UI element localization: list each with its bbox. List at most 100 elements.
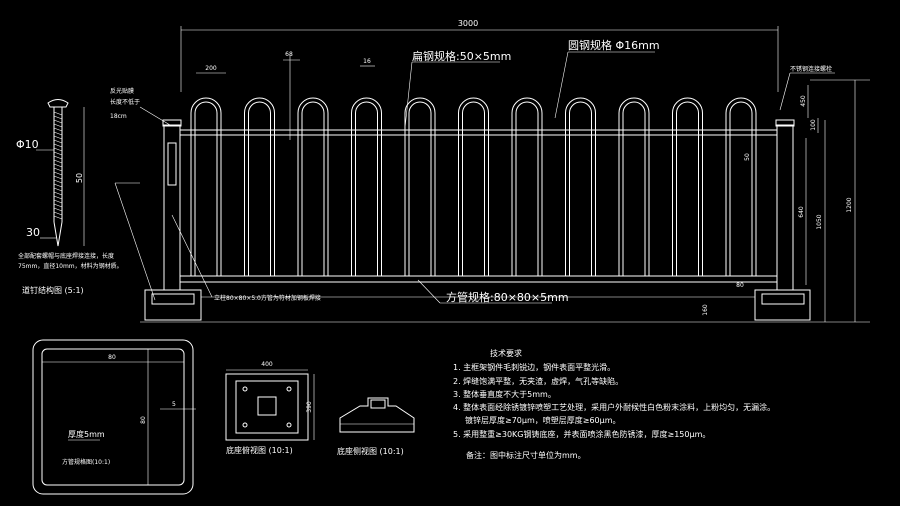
base-top-view: 400 390 底座俯视图 (10:1) [225, 361, 315, 455]
square-tube-section: 80 80 5 厚度5mm 方管规格图(10:1) [32, 339, 196, 495]
note-5: 5. 采用整重≥30KG钢铸底座，并表面喷涂黑色防锈漆，厚度≥150μm。 [453, 429, 710, 439]
bottom-left-note: 立柱80×80×5.0方管为符材加钢板焊接 [214, 294, 321, 302]
nail-title: 道钉结构图 (5:1) [22, 285, 84, 295]
note-4: 4. 整体表面经除锈镀锌喷塑工艺处理，采用户外耐候性白色粉末涂料，上粉均匀，无漏… [453, 402, 775, 412]
nail-thread [53, 183, 63, 188]
fence-loop [569, 101, 592, 276]
nail-thread [53, 119, 63, 124]
nail-thread [53, 159, 63, 164]
fence-loop [515, 101, 539, 276]
fence-loop [565, 97, 596, 276]
note-1: 1. 主框架钢件毛刺锐边，钢件表面平整光滑。 [453, 362, 615, 372]
base-height-text: 390 [306, 401, 313, 413]
overall-width-text: 3000 [458, 19, 478, 28]
nail-thread [53, 211, 63, 216]
round-steel-label: 圆钢规格 Φ16mm [568, 38, 660, 52]
fence-loop [511, 97, 543, 276]
reflective-film-label: 反光贴膜 [110, 87, 134, 95]
reflective-length-value: 18cm [110, 113, 127, 120]
top-right-note: 不锈钢连接螺栓 [790, 65, 832, 73]
fence-loop [676, 101, 699, 276]
nail-thread [53, 163, 63, 168]
nail-thread [53, 191, 63, 196]
dim-200-text: 200 [205, 65, 217, 72]
fence-loop [408, 101, 432, 276]
dim-68-text: 68 [285, 51, 293, 58]
fence-loop [462, 101, 485, 276]
nail-thread [53, 175, 63, 180]
nail-thread [53, 151, 63, 156]
nail-length-text: 50 [75, 173, 84, 183]
nail-thread [53, 203, 63, 208]
nail-thread [53, 143, 63, 148]
left-post-cap [162, 119, 182, 127]
nail-detail: 50 Φ10 30 全部配套螺帽与底座焊接连接，长度 75mm，直径10mm，材… [16, 99, 156, 301]
fence-loop [355, 101, 378, 276]
tube-inner [41, 348, 185, 486]
fence-loop [725, 97, 757, 276]
base-socket [257, 396, 277, 416]
dim-100-text: 100 [810, 119, 817, 131]
fence-loop [244, 97, 275, 276]
fence-loop [248, 101, 271, 276]
notes-title: 技术要求 [490, 348, 522, 358]
fence-loop [672, 97, 703, 276]
thickness-label: 厚度5mm [68, 429, 105, 439]
fence-loop [351, 97, 382, 276]
reflective-length-label: 长度不低于 [110, 98, 140, 106]
fence-loop [194, 101, 218, 276]
reflective-film-left [167, 142, 177, 186]
left-base [144, 289, 202, 321]
nail-thread [53, 207, 63, 212]
nail-thread [53, 167, 63, 172]
right-post-cap [775, 119, 795, 127]
nail-thread [53, 135, 63, 140]
nail-tip-text: 30 [26, 226, 40, 239]
square-tube-label: 方管规格:80×80×5mm [446, 290, 569, 304]
note-3: 3. 整体垂直度不大于5mm。 [453, 389, 556, 399]
fence-loop [404, 97, 436, 276]
fence-loop [729, 101, 753, 276]
nail-thread [53, 171, 63, 176]
nail-thread [53, 155, 63, 160]
fence-loop [297, 97, 329, 276]
nail-thread [53, 127, 63, 132]
nail-thread [53, 199, 63, 204]
dim-640-text: 640 [798, 206, 805, 218]
nail-thread [53, 215, 63, 220]
nail-note-2: 75mm，直径10mm，材料为钢材质。 [18, 262, 123, 270]
dim-160-text: 160 [702, 304, 709, 316]
base-width-text: 400 [261, 361, 273, 368]
dim-450-text: 450 [800, 95, 807, 107]
tube-height-text: 80 [140, 416, 147, 424]
right-base [754, 289, 811, 321]
note-2: 2. 焊缝饱满平整，无夹渣，虚焊，气孔等缺陷。 [453, 376, 623, 386]
fence-loop [301, 101, 325, 276]
note-4b: 镀锌层厚度≥70μm，喷塑层厚度≥60μm。 [465, 415, 621, 425]
nail-thread [53, 123, 63, 128]
fence-loop [618, 97, 650, 276]
fence-loop [458, 97, 489, 276]
nail-note-1: 全部配套螺帽与底座焊接连接，长度 [18, 252, 114, 260]
base-outer [225, 373, 309, 441]
left-post [163, 124, 181, 291]
base-side-outline [339, 397, 415, 433]
fence-elevation: 3000 200 68 16 80 1 [110, 19, 870, 323]
tube-outer [32, 339, 194, 495]
fence-loop [622, 101, 646, 276]
dim-1050-text: 1050 [816, 214, 823, 229]
nail-thread [53, 131, 63, 136]
round-steel-loops [190, 97, 757, 276]
nail-thread [53, 195, 63, 200]
right-post [776, 124, 794, 291]
dim-80-text: 80 [736, 282, 744, 289]
nail-thread [53, 115, 63, 120]
dim-1200-text: 1200 [846, 197, 853, 212]
tube-width-text: 80 [108, 354, 116, 361]
dim-16-text: 16 [363, 58, 371, 65]
technical-notes: 技术要求 1. 主框架钢件毛刺锐边，钢件表面平整光滑。 2. 焊缝饱满平整，无夹… [453, 348, 775, 460]
base-side-view: 底座侧视图 (10:1) [337, 397, 415, 456]
base-top-title: 底座俯视图 (10:1) [226, 445, 293, 455]
tube-title: 方管规格图(10:1) [62, 458, 110, 466]
